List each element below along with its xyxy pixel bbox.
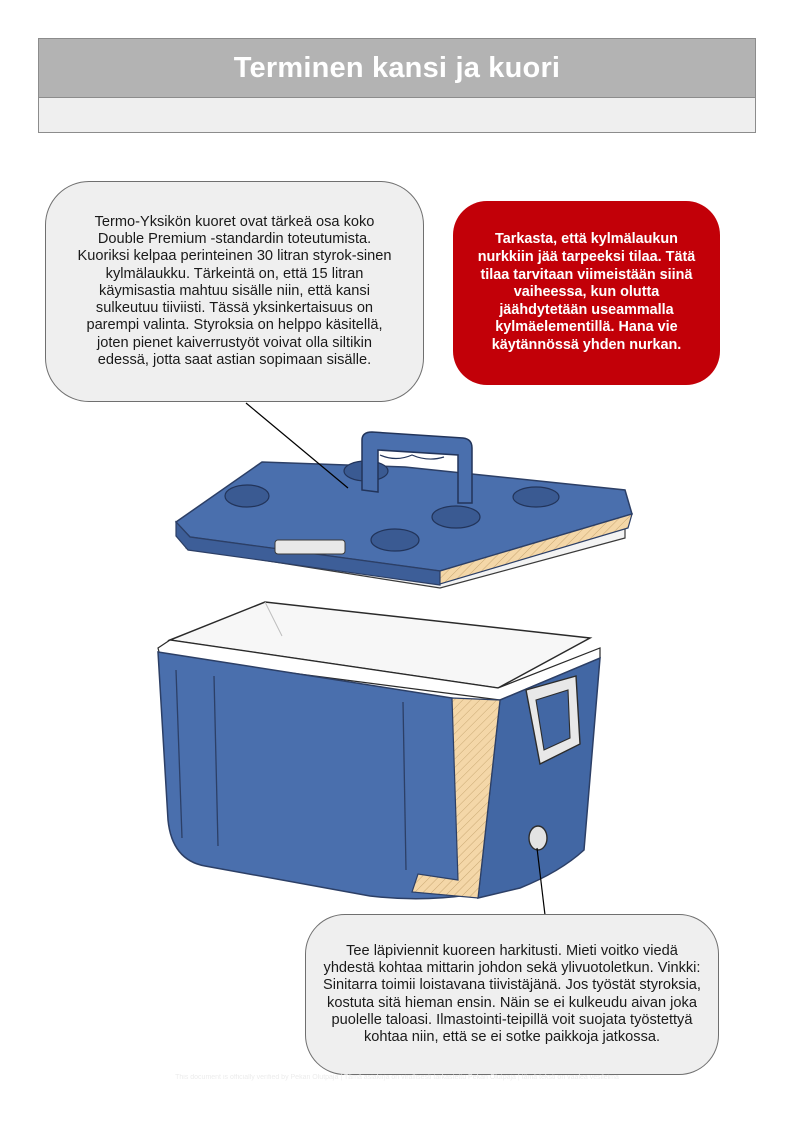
lid-latch [274, 539, 346, 555]
cup-holder [370, 528, 420, 552]
box-insulation [411, 697, 501, 899]
callout-text: Tee läpiviennit kuoreen harkitusti. Miet… [323, 942, 701, 1046]
info-callout-penetrations: Tee läpiviennit kuoreen harkitusti. Miet… [305, 914, 719, 1075]
cooler-lid [174, 431, 633, 589]
cup-holder [431, 505, 481, 529]
cooler-box [157, 601, 601, 900]
drain-plug [528, 825, 548, 851]
pointer-line [245, 402, 349, 489]
warning-callout: Tarkasta, että kylmälaukun nurkkiin jää … [453, 201, 720, 385]
page-title: Terminen kansi ja kuori [233, 51, 561, 84]
info-callout-shell: Termo-Yksikön kuoret ovat tärkeä osa kok… [45, 181, 424, 402]
cup-holder [512, 486, 560, 508]
lid-insulation [439, 513, 633, 585]
subheader-bar [38, 98, 756, 133]
lid-handle [361, 431, 473, 504]
callout-text: Termo-Yksikön kuoret ovat tärkeä osa kok… [77, 213, 392, 369]
footer-watermark: This document is officially verified by … [175, 1074, 619, 1081]
pointer-line [536, 847, 546, 916]
cup-holder [224, 484, 270, 508]
header-bar: Terminen kansi ja kuori [38, 38, 756, 98]
box-front [157, 651, 469, 900]
warning-text: Tarkasta, että kylmälaukun nurkkiin jää … [477, 231, 696, 353]
